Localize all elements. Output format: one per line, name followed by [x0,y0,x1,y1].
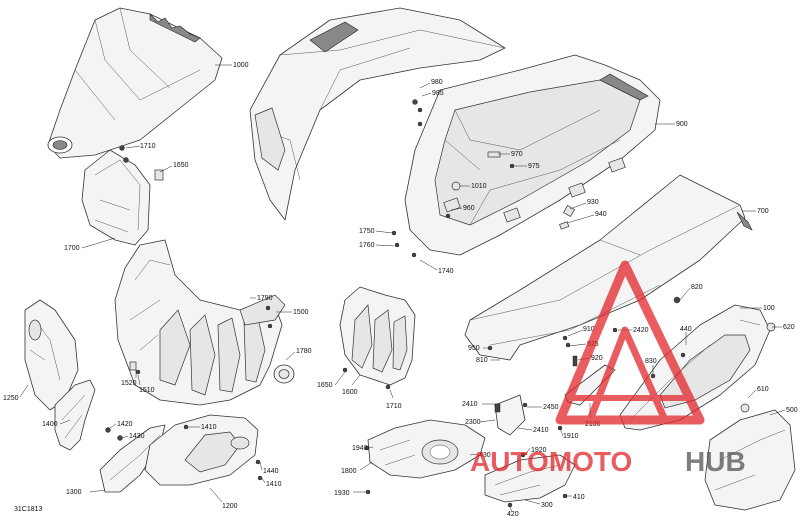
label-975: 975 [528,163,540,170]
label-810: 810 [476,357,488,364]
label-2410b: 2410 [533,427,549,434]
label-500: 500 [786,407,798,414]
part-1400-lower-panel [54,379,96,451]
label-1740: 1740 [438,268,454,275]
label-1420: 1420 [117,421,133,428]
label-1700: 1700 [64,245,80,252]
part-1600-center-duct [339,286,416,386]
label-2410a: 2410 [462,401,478,408]
label-610: 610 [757,386,769,393]
label-1000: 1000 [233,62,249,69]
watermark-text-automoto: AUTOMOTO [470,446,632,477]
label-1500: 1500 [293,309,309,316]
leader-lines [19,64,786,513]
label-940: 940 [595,211,607,218]
label-920: 920 [591,355,603,362]
hardware-fasteners [105,99,776,508]
watermark-text-hub: HUB [685,446,746,477]
label-910: 910 [583,326,595,333]
label-420: 420 [507,511,519,517]
part-2300-bracket [494,394,526,436]
part-700-seat-cover [464,174,753,361]
label-2300: 2300 [465,419,481,426]
label-820: 820 [691,284,703,291]
label-830: 830 [645,358,657,365]
label-950: 950 [468,345,480,352]
label-1650: 1650 [173,162,189,169]
label-985: 985 [432,90,444,97]
label-1710: 1710 [140,143,156,150]
label-1780: 1780 [296,348,312,355]
label-410: 410 [573,494,585,501]
part-1780-cap [273,364,295,384]
hood-upper-panel [249,7,506,221]
diagram-code: 31C1813 [14,506,43,513]
label-1710b: 1710 [386,403,402,410]
label-1910: 1910 [563,433,579,440]
label-930: 930 [587,199,599,206]
label-1520: 1520 [121,380,137,387]
label-1510: 1510 [139,387,155,394]
label-100: 100 [763,305,775,312]
label-1800: 1800 [341,468,357,475]
part-300-lower-tray [484,454,576,503]
label-1600: 1600 [342,389,358,396]
label-1940: 1940 [352,445,368,452]
label-1200: 1200 [222,503,238,510]
part-labels: 1000 980 985 900 1710 1650 970 975 1010 … [3,62,798,517]
part-1500-front-grille [114,239,286,406]
part-1800-lower-duct [367,419,486,479]
part-500-rear-cover [704,409,796,511]
label-1400: 1400 [42,421,58,428]
automotohub-watermark: AUTOMOTO HUB [470,260,746,477]
label-960: 960 [463,205,475,212]
label-980: 980 [431,79,443,86]
label-1440: 1440 [263,468,279,475]
label-1300: 1300 [66,489,82,496]
label-1010: 1010 [471,183,487,190]
label-2420: 2420 [633,327,649,334]
label-900: 900 [676,121,688,128]
part-1000-nose-cover [47,7,223,159]
label-1930: 1930 [334,490,350,497]
part-900-body-frame [404,54,661,256]
label-1920: 1920 [531,447,547,454]
label-1750: 1750 [359,228,375,235]
part-1700-inner-bracket [81,149,151,246]
label-970: 970 [511,151,523,158]
label-1790: 1790 [257,295,273,302]
label-620: 620 [783,324,795,331]
label-1410: 1410 [201,424,217,431]
part-1200-lower-fairing [144,414,259,486]
label-1430: 1430 [129,433,145,440]
label-1250: 1250 [3,395,19,402]
part-1250-side-panel [24,299,79,411]
label-1410b: 1410 [266,481,282,488]
label-430: 430 [479,452,491,459]
label-700: 700 [757,208,769,215]
label-1760: 1760 [359,242,375,249]
label-2450: 2450 [543,404,559,411]
label-1650b: 1650 [317,382,333,389]
label-440: 440 [680,326,692,333]
label-300: 300 [541,502,553,509]
